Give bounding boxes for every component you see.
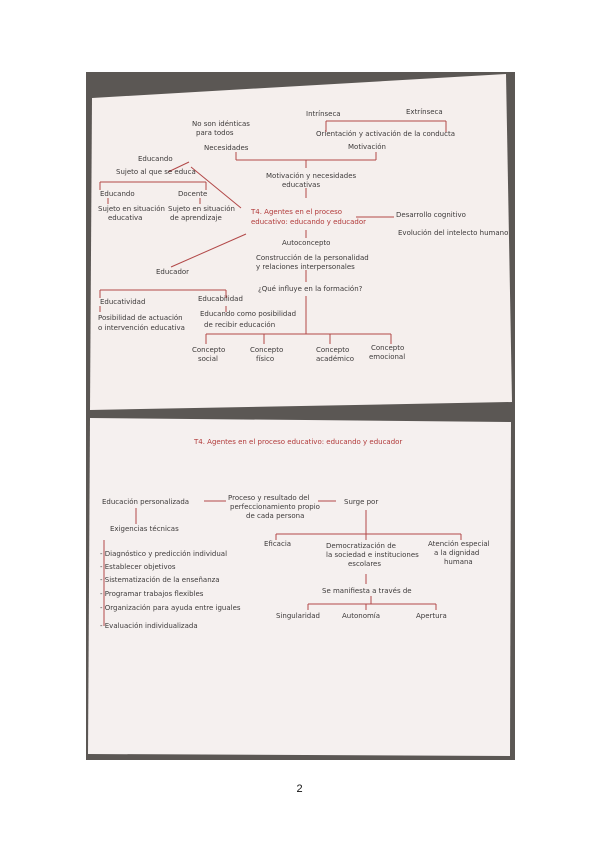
- photo-concept-map-1: Intrínseca Extrínseca No son idénticas p…: [86, 72, 515, 416]
- diagram-title-2: T4. Agentes en el proceso educativo: edu…: [193, 438, 402, 446]
- node-concepto-social-line2: social: [198, 355, 218, 363]
- node-desarrollo-cognitivo: Desarrollo cognitivo: [396, 211, 466, 219]
- concept-map-1: Intrínseca Extrínseca No son idénticas p…: [90, 74, 512, 410]
- node-necesidades: Necesidades: [204, 144, 249, 152]
- node-intrinseca: Intrínseca: [306, 110, 341, 118]
- node-que-influye: ¿Qué influye en la formación?: [258, 285, 363, 293]
- node-construccion-line1: Construcción de la personalidad: [256, 254, 369, 262]
- node-educacion-personalizada: Educación personalizada: [102, 498, 189, 506]
- list-item: - Diagnóstico y predicción individual: [100, 550, 227, 558]
- node-exigencias-tecnicas: Exigencias técnicas: [110, 525, 179, 533]
- connector-lines-2: [103, 500, 462, 626]
- node-democratizacion-line2: la sociedad e instituciones: [326, 551, 419, 559]
- node-educabilidad: Educabilidad: [198, 295, 243, 303]
- node-sujeto-aprendizaje-line1: Sujeto en situación: [168, 205, 235, 213]
- node-surge-por: Surge por: [344, 498, 378, 506]
- node-sujeto-aprendizaje-line2: de aprendizaje: [170, 214, 222, 222]
- node-educador: Educador: [156, 268, 189, 276]
- list-item: - Programar trabajos flexibles: [100, 590, 204, 598]
- node-atencion-line2: a la dignidad: [434, 549, 479, 557]
- node-educando-posibilidad-line1: Educando como posibilidad: [200, 310, 296, 318]
- paper-sheet-2: [88, 418, 511, 756]
- node-no-son-identicas-line2: para todos: [196, 129, 234, 137]
- node-concepto-social-line1: Concepto: [192, 346, 225, 354]
- node-proceso-line3: de cada persona: [246, 512, 304, 520]
- node-autonomia: Autonomía: [342, 612, 380, 620]
- node-motivacion-necesidades-line1: Motivación y necesidades: [266, 172, 357, 180]
- connector-lines-1: [99, 120, 447, 344]
- node-proceso-line2: perfeccionamiento propio: [230, 503, 320, 511]
- node-evolucion-intelecto: Evolución del intelecto humano: [398, 229, 508, 237]
- node-concepto-fisico-line1: Concepto: [250, 346, 283, 354]
- node-concepto-academico-line1: Concepto: [316, 346, 349, 354]
- node-democratizacion-line1: Democratización de: [326, 542, 396, 550]
- node-eficacia: Eficacia: [264, 540, 291, 548]
- node-extrinseca: Extrínseca: [406, 108, 443, 116]
- node-sujeto-situacion-line1: Sujeto en situación: [98, 205, 165, 213]
- node-concepto-emocional-line1: Concepto: [371, 344, 404, 352]
- paper-sheet-1: [90, 74, 512, 410]
- node-posibilidad-line2: o intervención educativa: [98, 324, 185, 332]
- node-posibilidad-line1: Posibilidad de actuación: [98, 314, 183, 322]
- node-sujeto-educa: Sujeto al que se educa: [116, 168, 196, 176]
- list-item: - Sistematización de la enseñanza: [100, 576, 220, 584]
- page-number: 2: [296, 783, 303, 795]
- node-concepto-fisico-line2: físico: [256, 355, 274, 363]
- photo-concept-map-2: T4. Agentes en el proceso educativo: edu…: [86, 416, 515, 760]
- node-apertura: Apertura: [416, 612, 447, 620]
- node-educando: Educando: [100, 190, 135, 198]
- node-concepto-academico-line2: académico: [316, 355, 354, 363]
- node-construccion-line2: y relaciones interpersonales: [256, 263, 355, 271]
- node-t4-title-line2: educativo: educando y educador: [251, 218, 366, 226]
- node-se-manifiesta: Se manifiesta a través de: [322, 587, 412, 595]
- node-educatividad: Educatividad: [100, 298, 145, 306]
- node-atencion-line1: Atención especial: [428, 540, 490, 548]
- node-singularidad: Singularidad: [276, 612, 320, 620]
- list-item: - Evaluación individualizada: [100, 622, 198, 630]
- list-item: - Establecer objetivos: [100, 563, 176, 571]
- node-docente: Docente: [178, 190, 207, 198]
- node-t4-title-line1: T4. Agentes en el proceso: [250, 208, 342, 216]
- node-proceso-line1: Proceso y resultado del: [228, 494, 310, 502]
- node-sujeto-situacion-line2: educativa: [108, 214, 142, 222]
- node-educando-posibilidad-line2: de recibir educación: [204, 321, 275, 329]
- node-democratizacion-line3: escolares: [348, 560, 381, 568]
- node-no-son-identicas-line1: No son idénticas: [192, 120, 250, 128]
- list-item: - Organización para ayuda entre iguales: [100, 604, 241, 612]
- node-concepto-emocional-line2: emocional: [369, 353, 405, 361]
- node-motivacion: Motivación: [348, 143, 386, 151]
- node-educando-top: Educando: [138, 155, 173, 163]
- node-atencion-line3: humana: [444, 558, 473, 566]
- node-motivacion-necesidades-line2: educativas: [282, 181, 320, 189]
- node-autoconcepto: Autoconcepto: [282, 239, 330, 247]
- node-orientacion: Orientación y activación de la conducta: [316, 130, 455, 138]
- concept-map-2: T4. Agentes en el proceso educativo: edu…: [88, 418, 511, 756]
